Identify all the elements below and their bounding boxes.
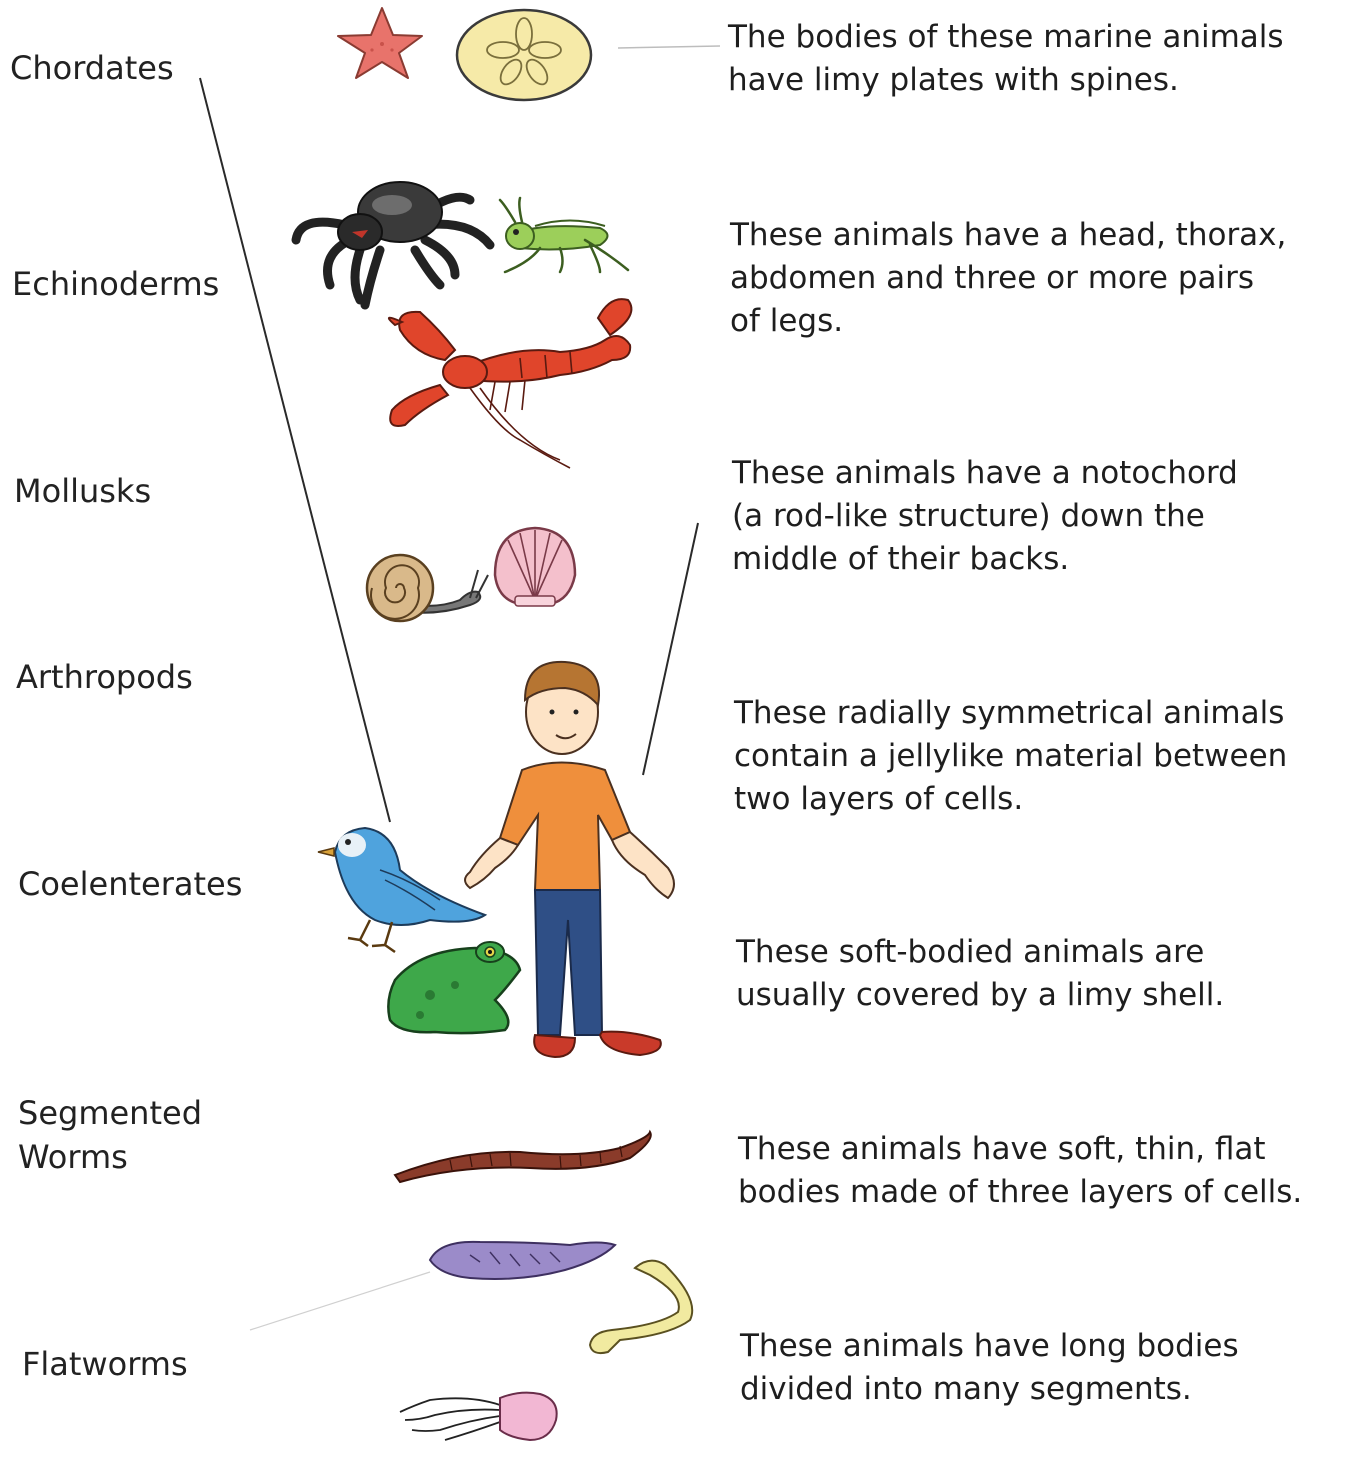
frog-icon [388,942,520,1033]
grasshopper-icon [500,198,628,272]
match-line-notochord [643,523,698,775]
earthworm-icon [395,1132,651,1182]
jellyfish-icon [400,1393,557,1440]
match-line-chordates [200,78,390,822]
bird-icon [318,828,485,952]
flatworm-icon [430,1242,615,1279]
faint-line-top [618,46,720,48]
spider-icon [296,182,490,305]
starfish-icon [338,8,422,78]
snail-icon [367,555,488,621]
lobster-icon [389,299,632,468]
seashell-icon [495,528,575,606]
faint-line-left [250,1272,430,1330]
sand-dollar-icon [457,10,591,100]
tapeworm-icon [590,1261,692,1353]
